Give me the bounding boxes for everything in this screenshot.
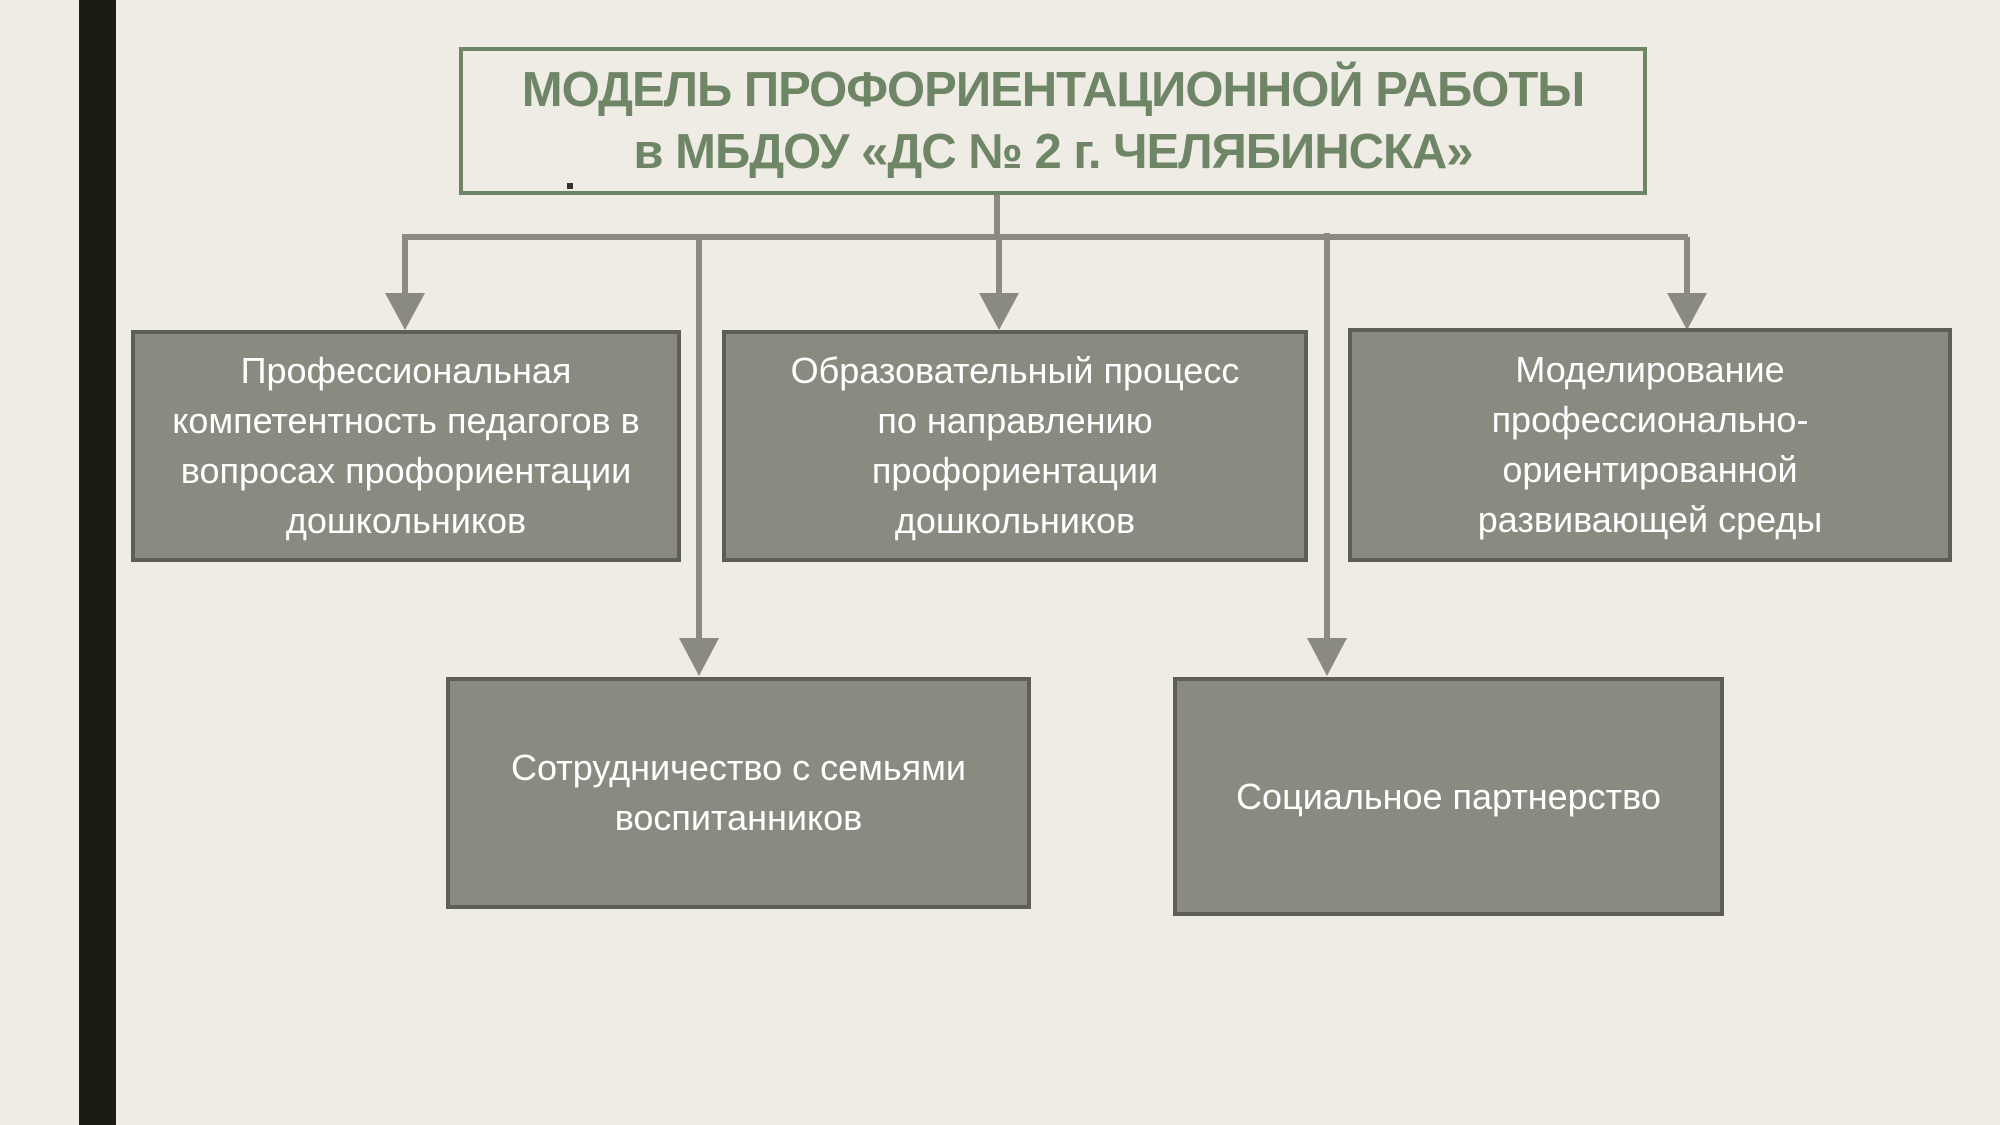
arrow-environment [1667, 293, 1707, 330]
stray-dot [567, 183, 573, 189]
box-partnership-label: Социальное партнерство [1236, 775, 1661, 817]
arrow-competence [385, 293, 425, 330]
arrow-families [679, 638, 719, 676]
box-competence: Профессиональная компетентность педагого… [131, 330, 681, 562]
box-competence-label: Профессиональная компетентность педагого… [172, 350, 640, 541]
side-accent-bar [79, 0, 116, 1125]
title-line-2: в МБДОУ «ДС № 2 г. ЧЕЛЯБИНСКА» [633, 125, 1473, 179]
arrow-partnership [1307, 638, 1347, 676]
box-families: Сотрудничество с семьями воспитанников [446, 677, 1031, 909]
diagram-title-box: МОДЕЛЬ ПРОФОРИЕНТАЦИОННОЙ РАБОТЫ в МБДОУ… [459, 47, 1647, 195]
arrow-education [979, 293, 1019, 330]
title-line-1: МОДЕЛЬ ПРОФОРИЕНТАЦИОННОЙ РАБОТЫ [521, 63, 1585, 117]
box-environment: Моделирование профессионально-ориентиров… [1348, 328, 1952, 562]
box-education: Образовательный процесс по направлению п… [722, 330, 1308, 562]
box-environment-label: Моделирование профессионально-ориентиров… [1477, 349, 1823, 540]
box-education-label: Образовательный процесс по направлению п… [790, 350, 1240, 541]
box-families-label: Сотрудничество с семьями воспитанников [510, 747, 967, 838]
box-partnership: Социальное партнерство [1173, 677, 1724, 916]
